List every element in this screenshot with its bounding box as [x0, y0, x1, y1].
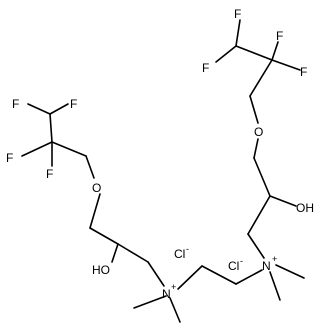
atom-n-left: N	[162, 287, 171, 301]
bond-n-right-methyl-down	[269, 271, 281, 301]
bond-right-ch2-o	[253, 138, 259, 159]
right-arm-bonds	[215, 19, 301, 259]
bond-cf2h-cf2	[49, 113, 53, 143]
atom-ho-left: HO	[92, 263, 110, 277]
atom-f-left-mid-left: F	[6, 151, 13, 165]
atom-f-right-mid-right: F	[300, 65, 307, 79]
bond-right-cf2-f-right	[271, 59, 301, 71]
bond-bridge-cc	[201, 265, 237, 285]
bond-bridge-n-right	[235, 269, 263, 285]
right-nitrogen-bonds	[269, 264, 305, 301]
bond-right-choh-ch2	[253, 157, 271, 197]
atom-n-left-charge: +	[171, 282, 176, 292]
atom-oh-right: OH	[296, 201, 314, 215]
bond-right-cf2-cf2h	[235, 45, 273, 61]
atom-f-left-top-left: F	[12, 97, 19, 111]
atom-o-left-ether: O	[92, 181, 101, 195]
bond-ch2-n	[147, 261, 165, 287]
bond-right-ch2-choh	[247, 195, 271, 235]
atom-f-right-top-right: F	[276, 29, 283, 43]
atom-n-right: N	[262, 259, 271, 273]
bond-n-bridge	[177, 265, 203, 290]
bond-n-methyl-left	[133, 295, 167, 309]
atom-o-right-ether: O	[254, 125, 263, 139]
bond-choh-ch2	[117, 243, 149, 263]
atom-cl-left: Cl	[174, 247, 185, 261]
atom-f-left-mid-right: F	[46, 167, 53, 181]
bond-right-cf2-f-top	[271, 41, 279, 61]
bond-n-methyl-down	[169, 297, 181, 323]
bond-cf2h-f-top-left	[27, 103, 51, 115]
atom-n-right-charge: +	[272, 254, 277, 264]
atom-cl-left-charge: -	[186, 244, 189, 254]
bond-cf2h-f-top-right	[49, 103, 69, 115]
bond-right-cf2h-f-top	[235, 19, 241, 47]
bond-ch2-choh	[89, 227, 119, 245]
atom-f-left-top-right: F	[70, 97, 77, 111]
atom-cl-right: Cl	[228, 259, 239, 273]
bond-choh-oh	[111, 243, 119, 263]
atom-labels: F F F F O HO N + Cl - Cl - N + OH O F F …	[6, 7, 314, 301]
bond-right-cf2h-f-left	[215, 45, 237, 63]
bond-right-o-ch2	[249, 95, 259, 124]
bond-cf2-ch2	[51, 141, 87, 157]
bond-cf2-f-left	[21, 141, 53, 157]
atom-f-right-top-left: F	[234, 7, 241, 21]
atom-cl-right-charge: -	[240, 256, 243, 266]
left-arm-bonds	[21, 103, 165, 287]
bond-o-ch2	[89, 193, 101, 229]
bond-ch2-o	[85, 155, 95, 179]
bond-right-choh-oh	[269, 195, 297, 207]
bond-n-right-methyl-right	[275, 264, 305, 279]
left-nitrogen-bonds	[133, 265, 263, 323]
bond-right-ch2-cf2	[249, 59, 273, 97]
atom-f-right-mid-left: F	[202, 61, 209, 75]
bond-right-n-ch2	[247, 233, 265, 259]
